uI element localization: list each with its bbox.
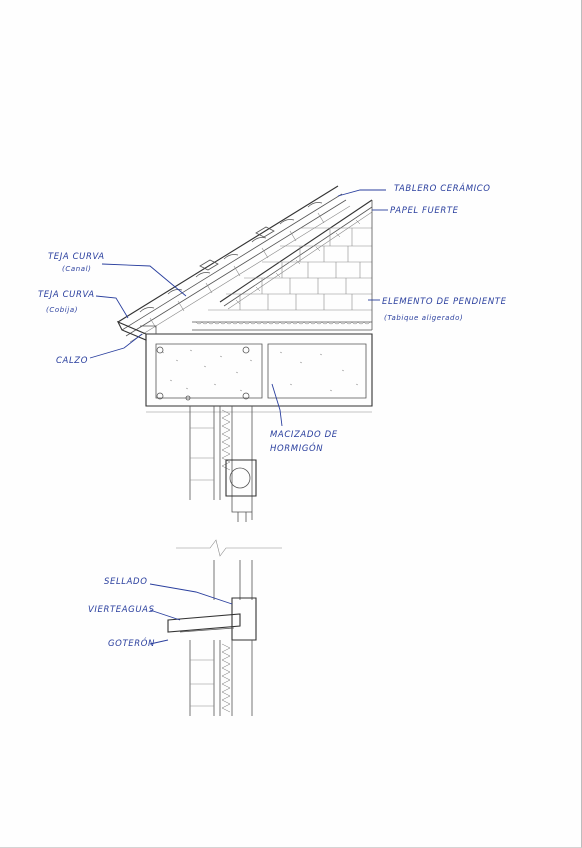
label-teja-curva-canal: TEJA CURVA: [48, 252, 105, 262]
leader-lines: [89, 189, 388, 645]
label-goteron: GOTERÓN: [108, 637, 155, 649]
label-teja-curva-canal-sub: (Canal): [62, 265, 92, 273]
pitch-partition-bricks: [208, 200, 373, 330]
upper-wall: [189, 406, 257, 522]
label-macizado-2: HORMIGÓN: [270, 442, 323, 454]
label-elemento-pendiente: ELEMENTO DE PENDIENTE: [382, 297, 507, 307]
label-sellado: SELLADO: [104, 577, 148, 587]
roof-slope: [117, 185, 373, 343]
label-tablero-ceramico: TABLERO CERÁMICO: [394, 182, 491, 194]
concrete-slab: [145, 333, 373, 413]
roof-tiles: [117, 185, 351, 343]
ceramic-board: [219, 199, 373, 310]
break-line: [176, 539, 282, 557]
label-elemento-pendiente-sub: (Tabique aligerado): [384, 314, 463, 322]
label-teja-curva-cobija-sub: (Cobija): [46, 306, 78, 314]
eave-wedge: [116, 320, 157, 341]
lower-wall: [167, 560, 257, 716]
annotations: TABLERO CERÁMICO PAPEL FUERTE TEJA CURVA…: [38, 182, 507, 649]
insulation-layer: [192, 321, 372, 331]
label-vierteaguas: VIERTEAGUAS: [88, 605, 155, 615]
label-macizado-1: MACIZADO DE: [270, 430, 338, 440]
label-papel-fuerte: PAPEL FUERTE: [390, 206, 459, 216]
label-calzo: CALZO: [56, 356, 88, 366]
label-teja-curva-cobija: TEJA CURVA: [38, 290, 95, 300]
